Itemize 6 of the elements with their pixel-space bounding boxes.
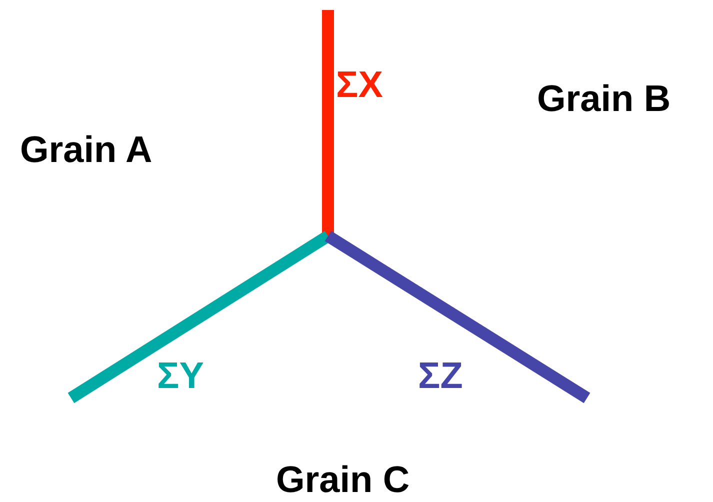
boundary-label: ΣY	[157, 357, 204, 394]
grain-label: Grain A	[20, 131, 152, 168]
grain-label: Grain C	[276, 461, 410, 498]
grain-label: Grain B	[537, 80, 671, 117]
boundary-label: ΣZ	[418, 357, 463, 394]
boundary-label: ΣX	[336, 66, 383, 103]
